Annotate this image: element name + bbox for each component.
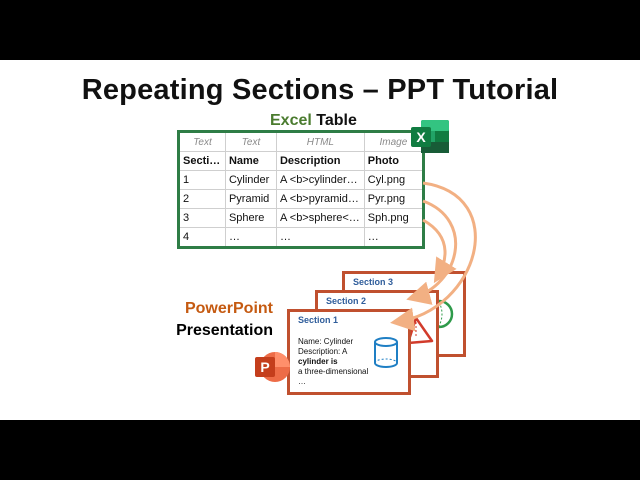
section-1-body: Name: Cylinder Description: A cylinder i… [298, 337, 368, 387]
table-row: 4 … … … [178, 227, 425, 248]
section-1-label: Section 1 [298, 315, 339, 325]
page-title: Repeating Sections – PPT Tutorial [81, 74, 559, 106]
section-1-line: a three-dimensional [298, 367, 369, 376]
excel-table: Text Text HTML Image Section Name Descri… [177, 130, 425, 249]
table-row: 3 Sphere A <b>sphere<… Sph.png [178, 208, 425, 228]
table-row: 1 Cylinder A <b>cylinder… Cyl.png [178, 170, 425, 190]
presentation-text: Presentation [176, 322, 273, 339]
section-1-line: cylinder is [298, 357, 338, 366]
table-cell: … [363, 227, 425, 248]
excel-brand-text: Excel [270, 112, 312, 129]
cylinder-icon [374, 337, 398, 368]
powerpoint-logo-letter: P [260, 359, 269, 375]
arrow-row-3 [422, 218, 457, 284]
powerpoint-caption: PowerPoint Presentation [176, 298, 273, 342]
powerpoint-logo-icon: P [255, 352, 290, 382]
table-cell: … [224, 227, 277, 248]
section-1-line: Name: Cylinder [298, 337, 354, 346]
arrow-row-1 [390, 181, 477, 332]
excel-table-caption: Excel Table [270, 112, 357, 130]
mapping-arrows [390, 181, 477, 332]
powerpoint-brand-text: PowerPoint [184, 300, 273, 317]
header-row: Section Name Description Photo [178, 151, 425, 171]
excel-logo-letter: X [416, 129, 426, 145]
excel-logo-icon: X [411, 120, 449, 153]
section-3-label: Section 3 [353, 277, 394, 287]
section-1-line: … [298, 377, 306, 386]
section-1-line: Description: A [298, 347, 348, 356]
section-2-label: Section 2 [326, 296, 367, 306]
excel-caption-rest: Table [311, 112, 357, 129]
arrow-row-2 [406, 199, 458, 305]
slide-canvas: Repeating Sections – PPT Tutorial Excel … [0, 60, 640, 420]
